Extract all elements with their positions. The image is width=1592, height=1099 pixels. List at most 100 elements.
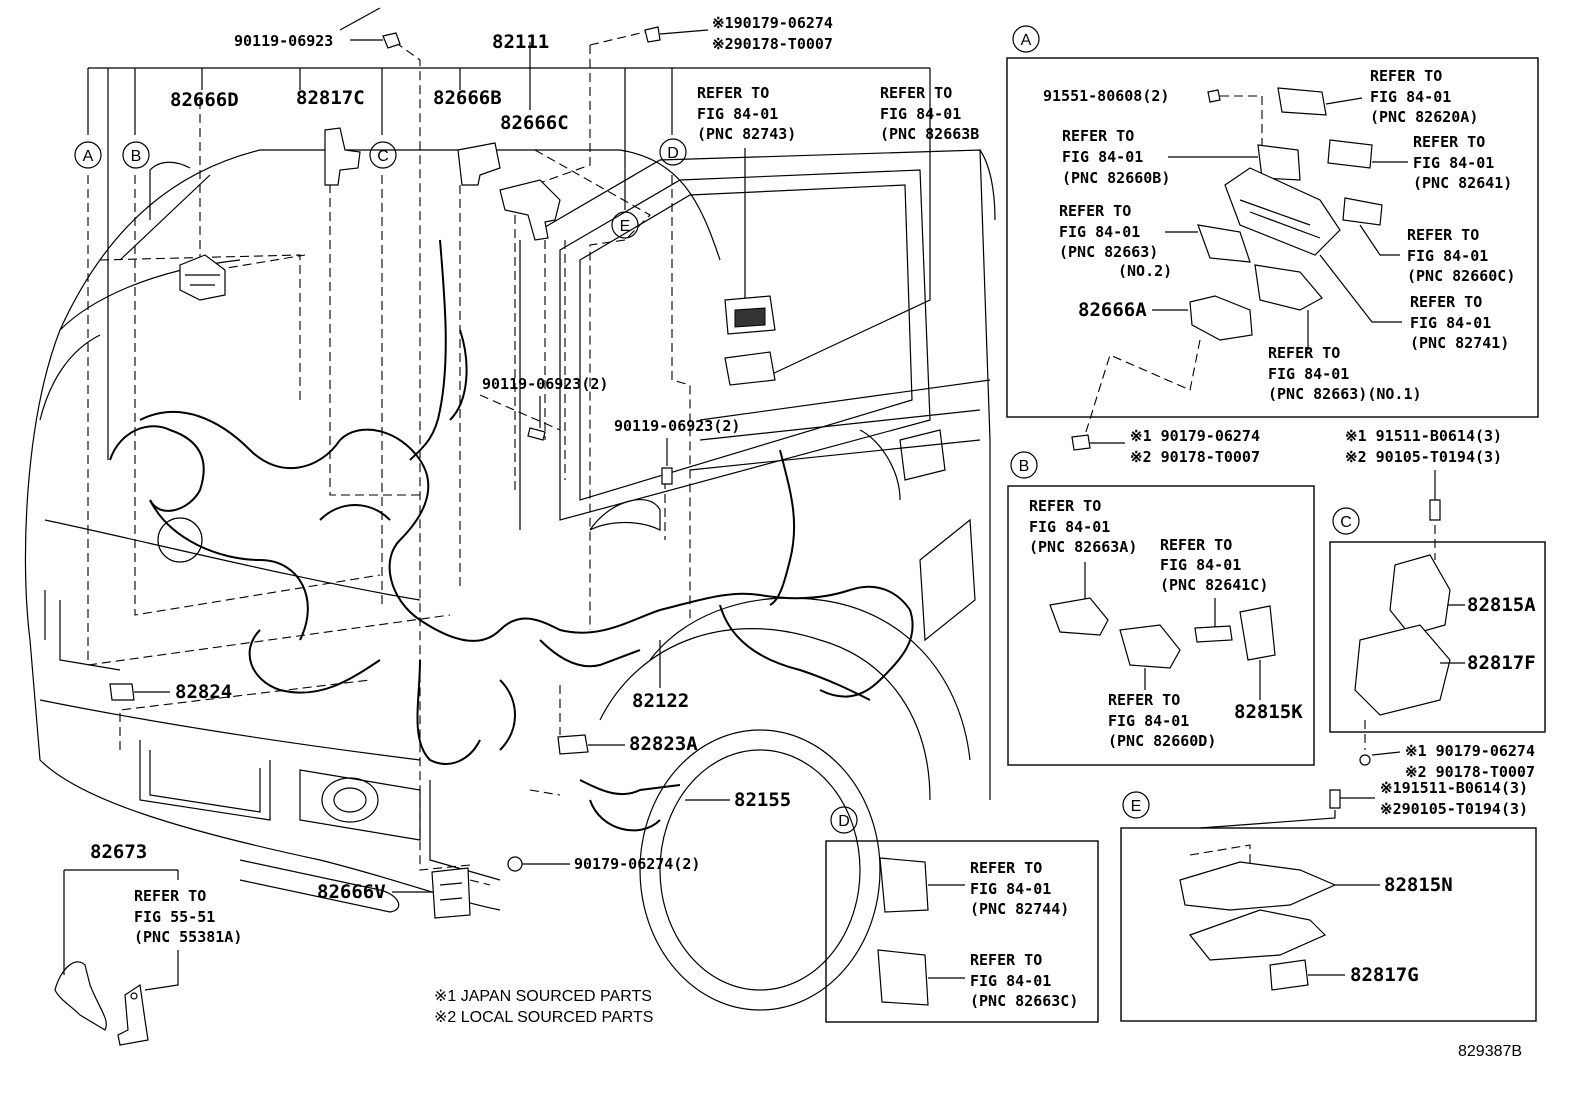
label-r2-90178-T0007: ※290178-T0007 (712, 35, 833, 53)
label-r1-90179-06274: ※190179-06274 (712, 14, 833, 32)
panel-C-bolt-1: ※1 91511-B0614(3) (1345, 427, 1502, 445)
label-82673: 82673 (90, 841, 147, 863)
bracket-82673 (54, 961, 149, 1046)
panel-C-callout: C (1340, 514, 1352, 531)
label-82824: 82824 (175, 681, 232, 703)
callout-A-main: A (74, 141, 102, 169)
panel-C-clip-2: ※2 90178-T0007 (1405, 763, 1535, 781)
refer-82743-line3: (PNC 82743) (697, 125, 796, 143)
wire-harness (109, 239, 914, 832)
label-82666C: 82666C (500, 112, 569, 134)
refer-82743-line1: REFER TO (697, 84, 769, 102)
panel-E: ※191511-B0614(3) ※290105-T0194(3) E 8281… (1120, 779, 1537, 1022)
refer-82660C-line3: (PNC 82660C) (1407, 267, 1515, 285)
refer-82641-line3: (PNC 82641) (1413, 174, 1512, 192)
relay-block-82743 (724, 295, 776, 335)
refer-82663-no1-line3: (PNC 82663)(NO.1) (1268, 385, 1422, 403)
panel-C-bolt-2: ※2 90105-T0194(3) (1345, 448, 1502, 466)
svg-text:E: E (620, 218, 631, 235)
panel-A-clip-1: ※1 90179-06274 (1130, 427, 1260, 445)
note-japan-sourced: ※1 JAPAN SOURCED PARTS (434, 988, 652, 1005)
refer-82660D-line1: REFER TO (1108, 691, 1180, 709)
callout-C-main: C (369, 141, 397, 169)
refer-82741-line1: REFER TO (1410, 293, 1482, 311)
refer-82663-no2-line4: (NO.2) (1118, 262, 1172, 280)
main-view-parts (54, 26, 776, 1046)
clip-90179-06274-2 (507, 856, 523, 872)
callout-B-main: B (122, 141, 150, 169)
refer-82743-line2: FIG 84-01 (697, 105, 778, 123)
label-90179-06274-2: 90179-06274(2) (574, 855, 700, 873)
note-local-sourced: ※2 LOCAL SOURCED PARTS (434, 1009, 653, 1026)
label-82122: 82122 (632, 690, 689, 712)
panel-E-callout: E (1131, 798, 1142, 815)
refer-82663-no1-line2: FIG 84-01 (1268, 365, 1349, 383)
callout-D-main: D (659, 138, 687, 166)
bolt-90119-06923 (382, 32, 401, 49)
refer-82660C-line2: FIG 84-01 (1407, 247, 1488, 265)
refer-82744-line2: FIG 84-01 (970, 880, 1051, 898)
label-82815N: 82815N (1384, 874, 1453, 896)
bracket-82666C (499, 179, 561, 241)
refer-82641C-line1: REFER TO (1160, 536, 1232, 554)
refer-82641-line2: FIG 84-01 (1413, 154, 1494, 172)
bracket-82666B (457, 142, 501, 186)
refer-82641C-line2: FIG 84-01 (1160, 556, 1241, 574)
label-82155: 82155 (734, 789, 791, 811)
refer-82741-line3: (PNC 82741) (1410, 334, 1509, 352)
refer-82660D-line3: (PNC 82660D) (1108, 732, 1216, 750)
label-82823A: 82823A (629, 733, 698, 755)
bracket-82666D (179, 254, 226, 301)
clip-82823A (557, 734, 589, 755)
label-90119-06923-2a: 90119-06923(2) (482, 375, 608, 393)
refer-82663-no1-line1: REFER TO (1268, 344, 1340, 362)
refer-82660B-line1: REFER TO (1062, 127, 1134, 145)
label-82817F: 82817F (1467, 652, 1536, 674)
panel-D-callout: D (838, 813, 850, 830)
clip-82824 (109, 683, 135, 701)
refer-82663-no2-line2: FIG 84-01 (1059, 223, 1140, 241)
leader-lines (87, 7, 931, 886)
callout-E-main: E (611, 211, 639, 239)
svg-text:C: C (377, 148, 389, 165)
label-82815A: 82815A (1467, 594, 1536, 616)
panel-B: B REFER TO FIG 84-01 (PNC 82663A) REFER … (1007, 451, 1315, 766)
main-view-labels: 90119-06923 82111 82666D 82817C 82666B 8… (63, 14, 1522, 1060)
refer-82620A-line2: FIG 84-01 (1370, 88, 1451, 106)
panel-E-bolt-1: ※191511-B0614(3) (1380, 779, 1528, 797)
refer-82663A-line3: (PNC 82663A) (1029, 538, 1137, 556)
refer-82663B-line3: (PNC 82663B (880, 125, 979, 143)
bracket-82817C (324, 127, 361, 186)
refer-82660D-line2: FIG 84-01 (1108, 712, 1189, 730)
refer-82663A-line1: REFER TO (1029, 497, 1101, 515)
refer-82641-line1: REFER TO (1413, 133, 1485, 151)
refer-82663C-line2: FIG 84-01 (970, 972, 1051, 990)
refer-82660C-line1: REFER TO (1407, 226, 1479, 244)
label-82666D: 82666D (170, 89, 239, 111)
label-90119-06923: 90119-06923 (234, 32, 333, 50)
refer-55381A-line2: FIG 55-51 (134, 908, 215, 926)
refer-55381A-line1: REFER TO (134, 887, 206, 905)
label-82817C: 82817C (296, 87, 365, 109)
panel-B-callout: B (1019, 458, 1030, 475)
svg-text:B: B (131, 148, 142, 165)
refer-55381A-line3: (PNC 55381A) (134, 928, 242, 946)
svg-text:A: A (83, 148, 94, 165)
label-82111: 82111 (492, 31, 549, 53)
panel-C-clip-1: ※1 90179-06274 (1405, 742, 1535, 760)
refer-82663B-line2: FIG 84-01 (880, 105, 961, 123)
refer-82744-line3: (PNC 82744) (970, 900, 1069, 918)
panel-E-bolt-2: ※290105-T0194(3) (1380, 800, 1528, 818)
refer-82660B-line2: FIG 84-01 (1062, 148, 1143, 166)
label-82817G: 82817G (1350, 964, 1419, 986)
refer-82663-no2-line3: (PNC 82663) (1059, 243, 1158, 261)
refer-82641C-line3: (PNC 82641C) (1160, 576, 1268, 594)
bracket-82666V (431, 867, 471, 919)
label-82666A: 82666A (1078, 299, 1147, 321)
refer-82663A-line2: FIG 84-01 (1029, 518, 1110, 536)
refer-82663C-line3: (PNC 82663C) (970, 992, 1078, 1010)
label-82666B: 82666B (433, 87, 502, 109)
panel-A: A 91551-80608(2) REFER TO FIG 84-01 (PNC… (1006, 25, 1539, 466)
panel-D: D REFER TO FIG 84-01 (PNC 82744) REFER T… (825, 806, 1099, 1023)
